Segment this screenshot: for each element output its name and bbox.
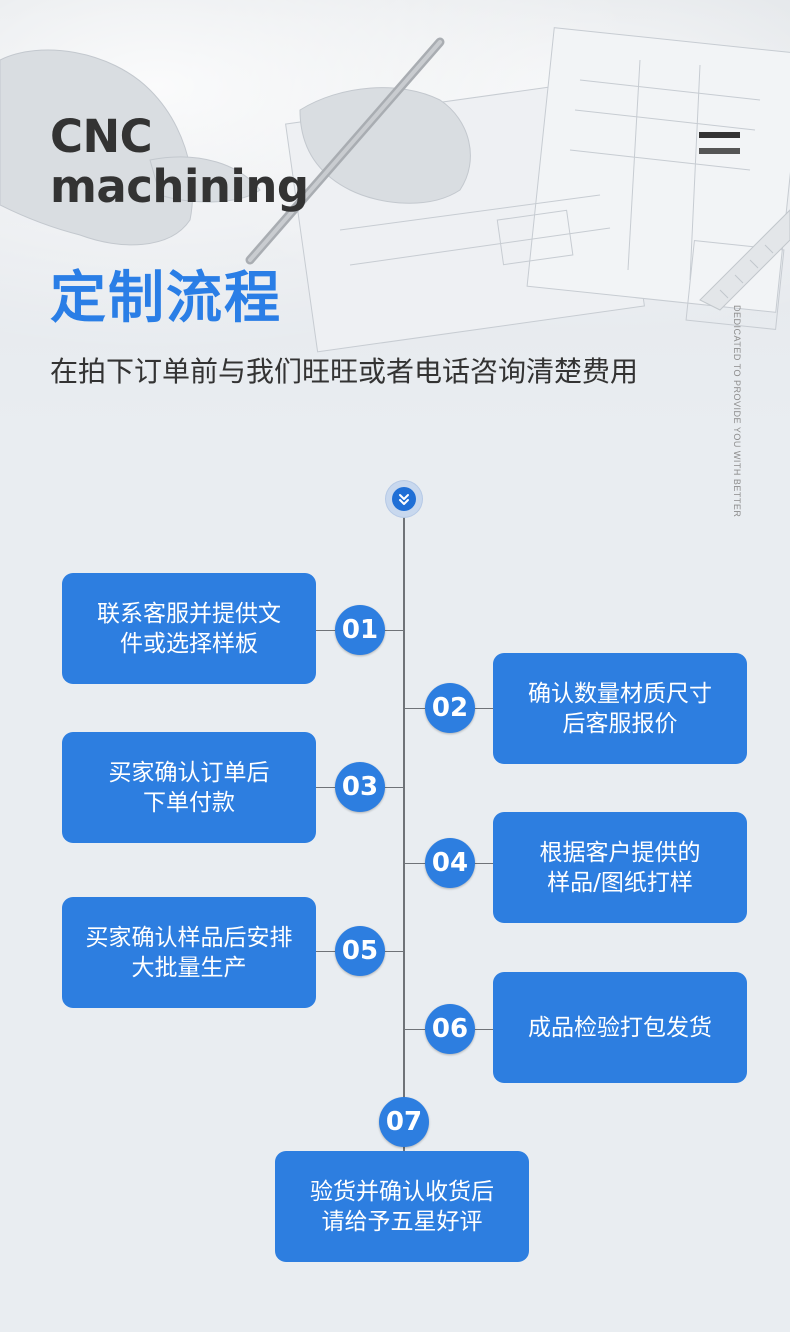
step-06-number: 06: [425, 1004, 475, 1054]
timeline-vertical-line: [403, 514, 405, 1152]
title-line-1: CNC: [50, 110, 153, 163]
page-title-chinese: 定制流程: [50, 266, 282, 331]
step-04-number: 04: [425, 838, 475, 888]
page-title-english: CNC machining: [50, 112, 309, 212]
step-01-number: 01: [335, 605, 385, 655]
chevron-double-down-icon: [386, 481, 422, 517]
step-06-box: 成品检验打包发货: [493, 972, 747, 1083]
step-07-number: 07: [379, 1097, 429, 1147]
step-03-number: 03: [335, 762, 385, 812]
step-02-box: 确认数量材质尺寸 后客服报价: [493, 653, 747, 764]
step-05-box: 买家确认样品后安排 大批量生产: [62, 897, 316, 1008]
step-01-box: 联系客服并提供文 件或选择样板: [62, 573, 316, 684]
step-05-number: 05: [335, 926, 385, 976]
step-02-number: 02: [425, 683, 475, 733]
step-04-box: 根据客户提供的 样品/图纸打样: [493, 812, 747, 923]
title-line-2: machining: [50, 160, 309, 213]
step-03-box: 买家确认订单后 下单付款: [62, 732, 316, 843]
hamburger-menu-icon[interactable]: [699, 132, 740, 154]
step-07-box: 验货并确认收货后 请给予五星好评: [275, 1151, 529, 1262]
hero-background: [0, 0, 790, 430]
vertical-tagline: DEDICATED TO PROVIDE YOU WITH BETTER: [732, 305, 742, 518]
blueprint-photo-illustration: [0, 27, 790, 353]
page-subtitle: 在拍下订单前与我们旺旺或者电话咨询清楚费用: [50, 355, 639, 388]
menu-bar-top: [699, 132, 740, 138]
menu-bar-bottom: [699, 148, 740, 154]
